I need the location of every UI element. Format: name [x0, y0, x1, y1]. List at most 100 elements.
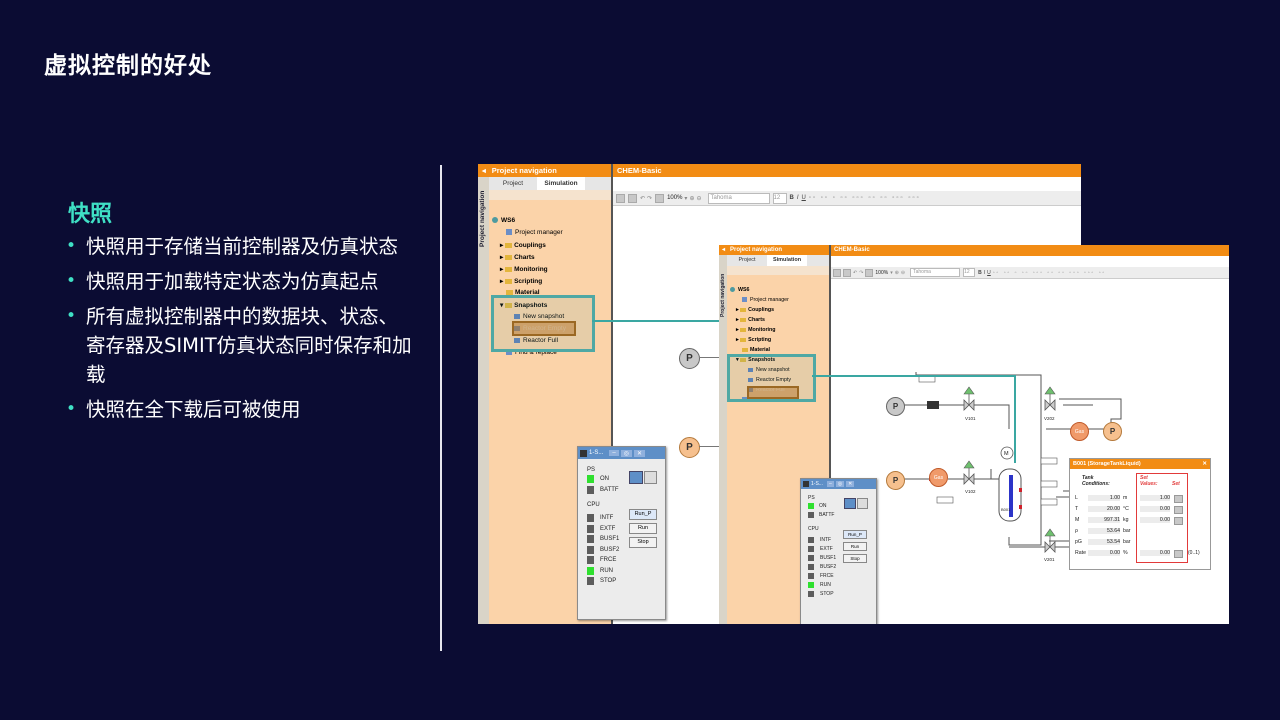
underline-icon[interactable]: U — [987, 269, 991, 276]
italic-icon[interactable]: I — [983, 269, 986, 276]
tab-simulation[interactable]: Simulation — [767, 255, 807, 266]
pump-symbol[interactable]: P — [679, 348, 700, 369]
valve-v101[interactable]: V101 — [963, 386, 976, 421]
italic-icon[interactable]: I — [796, 195, 799, 201]
tree-item-new-snapshot[interactable]: New snapshot — [492, 313, 566, 325]
reset-icon[interactable] — [644, 471, 657, 484]
tree-root[interactable]: WS6 — [492, 217, 566, 229]
set-value-input[interactable]: 0.00 — [1140, 517, 1170, 523]
set-value-input[interactable]: 0.00 — [1140, 550, 1170, 556]
valve-v102[interactable]: V102 — [963, 460, 976, 494]
valve-v202[interactable]: V202 — [1044, 386, 1056, 421]
collapse-arrow-icon[interactable]: ◂ — [482, 166, 486, 175]
tree-item-couplings[interactable]: ▸ Couplings — [500, 242, 546, 249]
minimize-icon[interactable]: – — [609, 450, 619, 456]
tree-item-charts[interactable]: ▸ Charts — [500, 254, 535, 261]
tree-item-material[interactable]: Material — [730, 347, 791, 357]
tree-item-reactor-full[interactable]: Reactor Full — [492, 337, 566, 349]
bold-icon[interactable]: B — [978, 269, 982, 276]
tree-item-snapshots[interactable]: ▾ Snapshots — [500, 302, 548, 309]
run-p-button[interactable]: Run_P — [629, 509, 657, 520]
tree-item-scripting[interactable]: ▸ Scripting — [736, 337, 772, 343]
stop-button[interactable]: Stop — [843, 554, 867, 563]
minimize-icon[interactable]: – — [826, 481, 834, 487]
undo-icon[interactable]: ↶ — [640, 195, 646, 202]
tree-item-find-replace[interactable]: Find & replace — [492, 349, 566, 361]
pump-symbol[interactable]: P — [886, 471, 905, 490]
redo-icon[interactable]: ↷ — [859, 269, 864, 276]
tab-project[interactable]: Project — [502, 180, 524, 187]
zoom-dropdown-icon[interactable]: ▾ — [890, 269, 893, 276]
vertical-tab-project-navigation[interactable]: Project navigation — [719, 255, 727, 624]
zoom-out-icon[interactable]: ⊖ — [900, 269, 906, 276]
run-button[interactable]: Run — [629, 523, 657, 534]
vertical-tab-project-navigation[interactable]: Project navigation — [478, 177, 489, 624]
collapse-arrow-icon[interactable]: ◂ — [722, 247, 726, 253]
tree-item-reactor-empty[interactable]: Reactor Empty — [730, 377, 791, 387]
grid-icon[interactable] — [865, 268, 874, 277]
tree-item-scripting[interactable]: ▸ Scripting — [500, 278, 543, 285]
close-icon[interactable]: ✕ — [846, 481, 855, 487]
tab-project[interactable]: Project — [738, 257, 756, 263]
close-icon[interactable]: ✕ — [633, 449, 645, 457]
tab-simulation[interactable]: Simulation — [537, 177, 585, 190]
valve-v201[interactable]: V201 — [1044, 528, 1056, 562]
underline-icon[interactable]: U — [801, 195, 806, 201]
tree-item-charts[interactable]: ▸ Charts — [736, 317, 765, 323]
tree-item-new-snapshot[interactable]: New snapshot — [730, 367, 791, 377]
zoom-dropdown-icon[interactable]: ▾ — [684, 195, 688, 202]
reset-icon[interactable] — [857, 498, 868, 509]
motor-symbol[interactable]: M — [1000, 446, 1014, 460]
print-icon[interactable] — [628, 193, 637, 203]
tree-item-project-manager[interactable]: Project manager — [730, 297, 791, 307]
set-button[interactable] — [1174, 550, 1183, 558]
close-icon[interactable]: ✕ — [1202, 461, 1207, 467]
print-icon[interactable] — [843, 268, 851, 277]
mode-switch-icon[interactable] — [844, 498, 856, 509]
restore-icon[interactable]: ◎ — [620, 449, 632, 457]
redo-icon[interactable]: ↷ — [647, 195, 653, 202]
undo-icon[interactable]: ↶ — [853, 269, 858, 276]
save-icon[interactable] — [616, 193, 625, 203]
set-button[interactable] — [1174, 517, 1183, 525]
set-value-input[interactable]: 0.00 — [1140, 506, 1170, 512]
font-size-select[interactable]: 12 — [963, 268, 976, 277]
tree-item-couplings[interactable]: ▸ Couplings — [736, 307, 775, 313]
tree-item-monitoring[interactable]: ▸ Monitoring — [736, 327, 776, 333]
pump-symbol[interactable]: P — [679, 437, 700, 458]
stop-button[interactable]: Stop — [629, 537, 657, 548]
gas-source-symbol[interactable]: Gas — [929, 468, 948, 487]
set-button[interactable] — [1174, 506, 1183, 514]
tree-item-material[interactable]: Material — [492, 289, 566, 301]
restore-icon[interactable]: ◎ — [835, 481, 845, 487]
zoom-level[interactable]: 100% — [875, 269, 889, 276]
run-button[interactable]: Run — [843, 542, 867, 551]
set-button[interactable] — [1174, 495, 1183, 503]
font-select[interactable]: Tahoma — [707, 192, 770, 204]
grid-icon[interactable] — [655, 193, 665, 203]
zoom-in-icon[interactable]: ⊕ — [894, 269, 899, 276]
save-icon[interactable] — [833, 268, 841, 277]
led-label: ON — [600, 476, 609, 482]
zoom-in-icon[interactable]: ⊕ — [689, 195, 695, 202]
font-size-select[interactable]: 12 — [772, 192, 787, 204]
run-p-button[interactable]: Run_P — [843, 530, 867, 539]
gas-source-symbol[interactable]: Gas — [1070, 422, 1089, 441]
mode-switch-icon[interactable] — [629, 471, 643, 484]
zoom-out-icon[interactable]: ⊖ — [696, 195, 702, 202]
tank-properties-panel[interactable]: B001 (StorageTankLiquid) ✕ Tank Conditio… — [1069, 458, 1211, 570]
zoom-level[interactable]: 100% — [667, 195, 683, 201]
tank-b001[interactable]: B001 — [998, 468, 1022, 522]
tree-root[interactable]: WS6 — [730, 287, 791, 297]
tree-item-project-manager[interactable]: Project manager — [492, 229, 566, 241]
tree-item-snapshots[interactable]: ▾ Snapshots — [736, 357, 776, 363]
nav-search-bar — [489, 190, 611, 200]
pump-symbol[interactable]: P — [886, 397, 905, 416]
bold-icon[interactable]: B — [789, 195, 794, 201]
pump-symbol[interactable]: P — [1103, 422, 1122, 441]
tree-item-monitoring[interactable]: ▸ Monitoring — [500, 266, 548, 273]
font-select[interactable]: Tahoma — [910, 268, 961, 277]
set-value-input[interactable]: 1.00 — [1140, 495, 1170, 501]
